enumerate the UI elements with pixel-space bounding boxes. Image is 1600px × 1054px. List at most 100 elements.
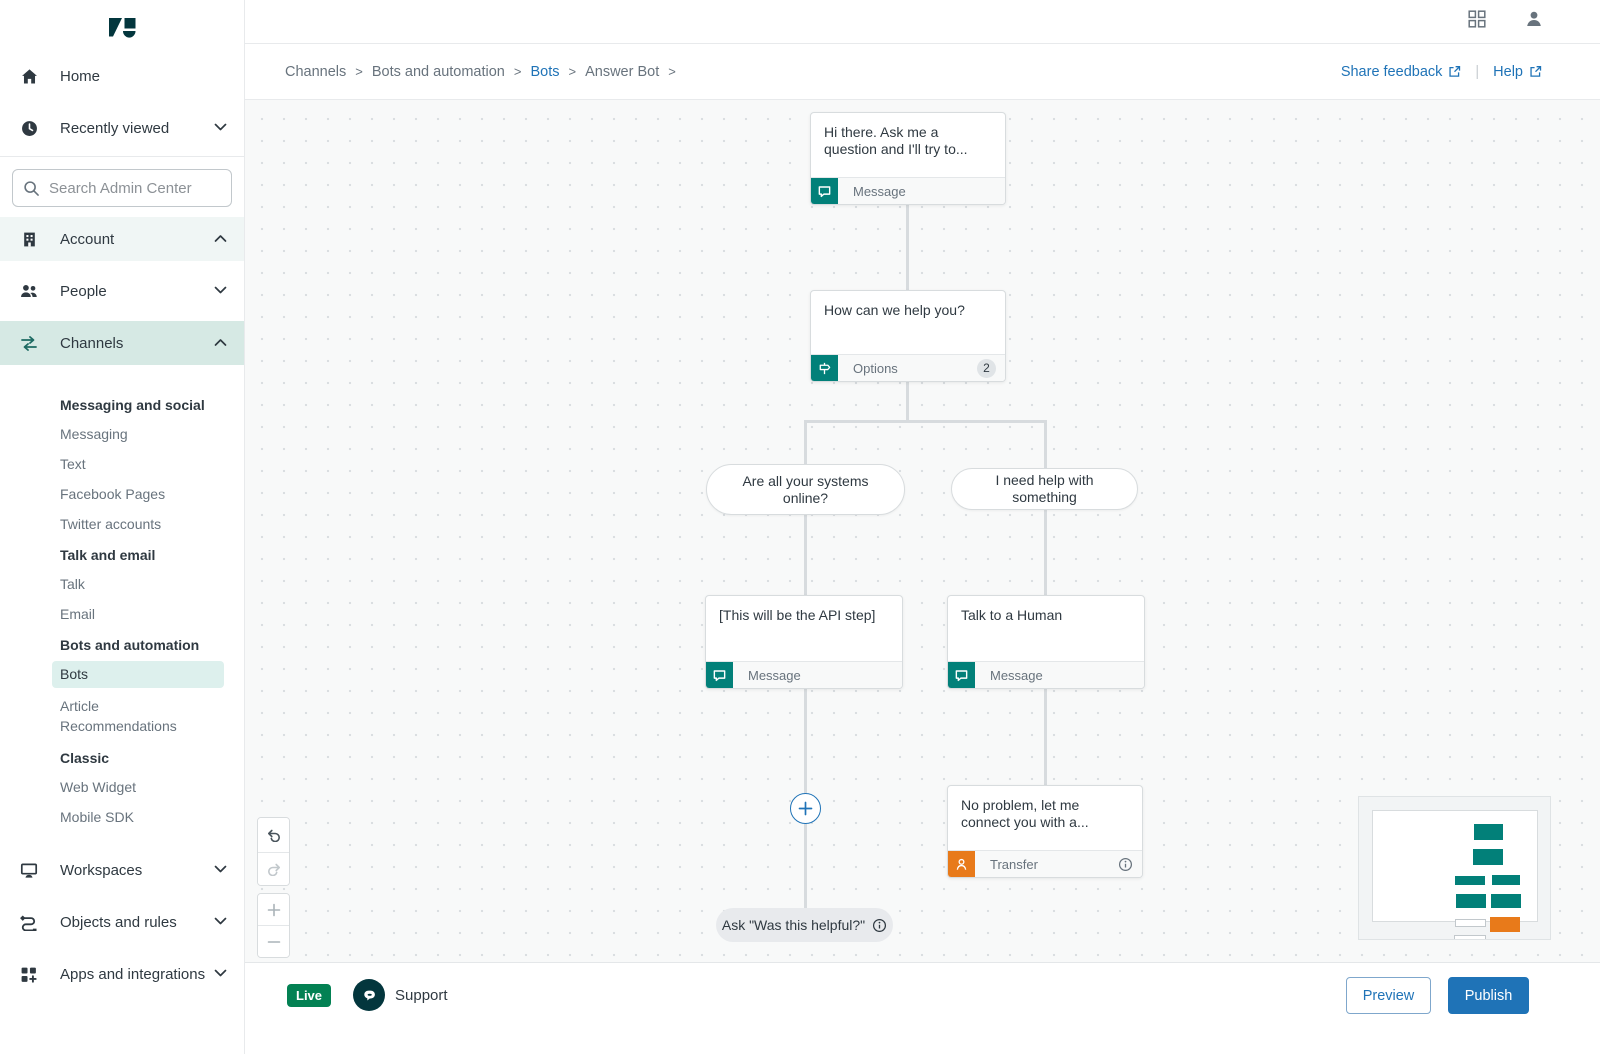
plus-icon [267,903,280,917]
chevron-down-icon [214,861,227,879]
sidebar-item-article-recommendations[interactable]: Article Recommendations [60,698,177,734]
step-text: Hi there. Ask me a question and I'll try… [824,124,968,157]
transfer-person-icon [948,850,975,877]
step-footer: Message [948,661,1144,688]
header-links-divider: | [1475,63,1480,80]
sidebar-item-people[interactable]: People [0,269,244,313]
sidebar-item-objects-and-rules[interactable]: Objects and rules [0,900,244,944]
breadcrumb-item[interactable]: Bots and automation [371,63,505,80]
sidebar-item-apps-and-integrations[interactable]: Apps and integrations [0,952,244,996]
step-footer: Message [811,177,1005,204]
sidebar-item-mobile-sdk[interactable]: Mobile SDK [60,809,134,825]
sidebar-item-twitter-accounts[interactable]: Twitter accounts [60,516,162,532]
submenu-header: Classic [60,750,110,766]
sidebar-item-label: Workspaces [60,861,143,879]
minimap[interactable] [1358,796,1551,940]
sidebar-item-channels[interactable]: Channels [0,321,244,365]
help-link[interactable]: Help [1493,64,1542,80]
add-step-button[interactable] [790,793,821,824]
submenu-header: Talk and email [60,547,156,563]
sidebar-item-home[interactable]: Home [0,54,244,98]
search-input[interactable] [13,170,231,206]
step-text: How can we help you? [824,302,965,318]
connector-line [1044,420,1047,469]
sidebar-item-email[interactable]: Email [60,606,96,622]
zoom-out-button[interactable] [258,925,289,957]
step-node-options[interactable]: How can we help you? Options 2 [810,290,1006,382]
options-count-badge: 2 [977,358,996,378]
search-box [12,169,232,207]
step-node-api[interactable]: [This will be the API step] Message [705,595,903,689]
user-profile-icon[interactable] [1524,9,1544,34]
sidebar-item-talk[interactable]: Talk [60,576,85,592]
help-label: Help [1493,63,1523,80]
message-icon [948,661,975,688]
sidebar-item-messaging[interactable]: Messaging [60,426,128,442]
breadcrumb-item-bots[interactable]: Bots [530,63,560,80]
step-footer: Transfer [948,850,1142,877]
breadcrumb-item[interactable]: Answer Bot [585,63,660,80]
connector-line [1044,688,1047,786]
zendesk-logo[interactable] [0,0,244,54]
external-link-icon [1530,66,1542,77]
sidebar-item-facebook-pages[interactable]: Facebook Pages [60,486,166,502]
chevron-down-icon [214,282,227,300]
publish-button[interactable]: Publish [1448,977,1529,1014]
sidebar-item-recently-viewed[interactable]: Recently viewed [0,106,244,150]
step-text: No problem, let me connect you with a... [961,797,1089,830]
sidebar-item-label: Account [60,230,115,248]
product-switcher-icon[interactable] [1467,9,1487,34]
step-node-greeting[interactable]: Hi there. Ask me a question and I'll try… [810,112,1006,205]
connector-line [906,204,909,291]
step-text: [This will be the API step] [719,607,876,623]
bottom-action-bar: Live Support Preview Publish [245,962,1600,1054]
sidebar-item-text[interactable]: Text [60,456,86,472]
message-icon [706,661,733,688]
step-node-talk-human[interactable]: Talk to a Human Message [947,595,1145,689]
minus-icon [267,940,280,943]
preview-button[interactable]: Preview [1346,977,1431,1014]
chevron-down-icon [214,913,227,931]
channels-arrows-icon [20,334,38,352]
sidebar-bottom-nav: Workspaces Objects and rules Apps and in [0,848,244,996]
breadcrumb-separator: > [513,64,522,79]
share-feedback-link[interactable]: Share feedback [1341,64,1462,80]
minimap-node [1492,875,1520,885]
sidebar-item-label: Home [60,67,101,85]
breadcrumb-item[interactable]: Channels [285,63,347,80]
was-this-helpful-chip[interactable]: Ask "Was this helpful?" [716,908,893,942]
step-footer: Message [706,661,902,688]
sidebar-item-bots[interactable]: Bots [52,661,224,688]
option-pill-need-help[interactable]: I need help with something [951,468,1138,510]
external-link-icon [1449,66,1461,77]
sidebar-item-account[interactable]: Account [0,217,244,261]
sidebar: Home Recently viewed Account [0,0,245,1054]
search-icon [23,180,40,202]
message-icon [811,177,838,204]
info-icon[interactable] [1118,857,1133,872]
zoom-controls [257,893,290,958]
redo-button[interactable] [258,851,289,885]
top-bar [245,0,1600,44]
bot-flow-canvas[interactable]: Hi there. Ask me a question and I'll try… [245,100,1600,962]
people-icon [20,282,38,300]
connector-line [906,381,909,422]
redo-icon [267,863,280,876]
connector-line [804,514,807,596]
undo-button[interactable] [258,818,289,852]
add-step-plus-icon [798,801,813,816]
minimap-node [1491,894,1521,908]
home-icon [20,67,38,85]
step-node-transfer[interactable]: No problem, let me connect you with a...… [947,785,1143,878]
breadcrumb-bar: Channels > Bots and automation > Bots > … [245,44,1600,100]
minimap-node [1455,876,1485,885]
sidebar-item-label: Apps and integrations [60,965,206,983]
zoom-in-button[interactable] [258,894,289,926]
minimap-viewport [1372,810,1538,922]
connector-line [804,420,1047,423]
sidebar-item-label: People [60,282,107,300]
breadcrumb-separator: > [668,64,676,79]
option-pill-systems-online[interactable]: Are all your systems online? [706,464,905,515]
sidebar-item-web-widget[interactable]: Web Widget [60,779,136,795]
sidebar-item-workspaces[interactable]: Workspaces [0,848,244,892]
